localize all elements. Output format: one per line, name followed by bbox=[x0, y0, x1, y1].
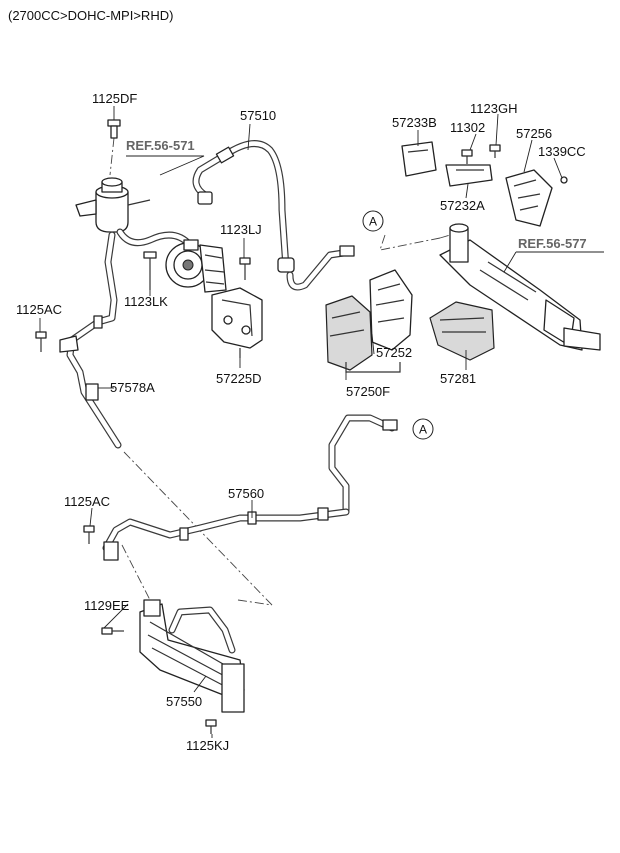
cover-57281 bbox=[429, 301, 495, 361]
shield-57252 bbox=[369, 269, 413, 351]
label-1125AC-top: 1125AC bbox=[16, 302, 62, 317]
clip-1339CC bbox=[560, 176, 568, 184]
engine-variant-header: (2700CC>DOHC-MPI>RHD) bbox=[8, 8, 173, 23]
hose-57560 bbox=[102, 507, 350, 561]
part-labels: 1125DF 57510 REF.56-571 1123LJ 1123LK 11… bbox=[16, 91, 587, 753]
label-57578A: 57578A bbox=[110, 380, 155, 395]
boot-57256 bbox=[505, 169, 553, 227]
callout-a-bottom: A bbox=[412, 418, 434, 440]
label-1339CC: 1339CC bbox=[538, 144, 586, 159]
bolt-1123LJ bbox=[239, 257, 251, 280]
label-57225D: 57225D bbox=[216, 371, 262, 386]
label-1129EE: 1129EE bbox=[84, 598, 130, 613]
label-57550: 57550 bbox=[166, 694, 202, 709]
hose-reservoir-to-pump bbox=[59, 228, 194, 449]
power-steering-pump bbox=[165, 239, 227, 293]
label-57256: 57256 bbox=[516, 126, 552, 141]
steering-gear bbox=[439, 223, 601, 351]
hose-57510 bbox=[192, 140, 355, 291]
return-hose-right bbox=[328, 414, 398, 514]
bracket-57233B bbox=[401, 141, 437, 177]
svg-text:A: A bbox=[419, 423, 427, 437]
label-57281: 57281 bbox=[440, 371, 476, 386]
label-1123LJ: 1123LJ bbox=[220, 222, 262, 237]
leader-lines bbox=[39, 106, 604, 738]
svg-text:A: A bbox=[369, 215, 377, 229]
label-1125KJ: 1125KJ bbox=[186, 738, 229, 753]
label-1123GH: 1123GH bbox=[470, 101, 517, 116]
label-11302: 11302 bbox=[450, 120, 485, 135]
label-1125DF: 1125DF bbox=[92, 91, 137, 106]
bolt-1129EE bbox=[101, 627, 124, 635]
reservoir bbox=[75, 177, 151, 233]
label-57250F: 57250F bbox=[346, 384, 390, 399]
bolt-1125AC-top bbox=[35, 331, 47, 352]
bracket-57225D bbox=[211, 287, 263, 358]
bolt-1123LK bbox=[143, 251, 157, 290]
bolt-1125KJ bbox=[205, 719, 217, 734]
label-57233B: 57233B bbox=[392, 115, 437, 130]
label-57510: 57510 bbox=[240, 108, 276, 123]
clamp-57232A bbox=[445, 164, 493, 187]
callout-a-top: A bbox=[362, 210, 384, 232]
ref-56-571: REF.56-571 bbox=[126, 138, 195, 153]
label-57232A: 57232A bbox=[440, 198, 485, 213]
shield-57250F bbox=[325, 295, 401, 373]
label-1123LK: 1123LK bbox=[124, 294, 168, 309]
label-57560: 57560 bbox=[228, 486, 264, 501]
label-1125AC-bottom: 1125AC bbox=[64, 494, 110, 509]
label-57252: 57252 bbox=[376, 345, 412, 360]
bolt-1123GH bbox=[489, 144, 501, 158]
oil-cooler-57550 bbox=[139, 599, 245, 713]
bolt-1125AC-bottom bbox=[83, 525, 95, 544]
ref-56-577: REF.56-577 bbox=[518, 236, 587, 251]
bolt-1125DF bbox=[107, 119, 121, 139]
bolt-11302 bbox=[461, 149, 473, 164]
